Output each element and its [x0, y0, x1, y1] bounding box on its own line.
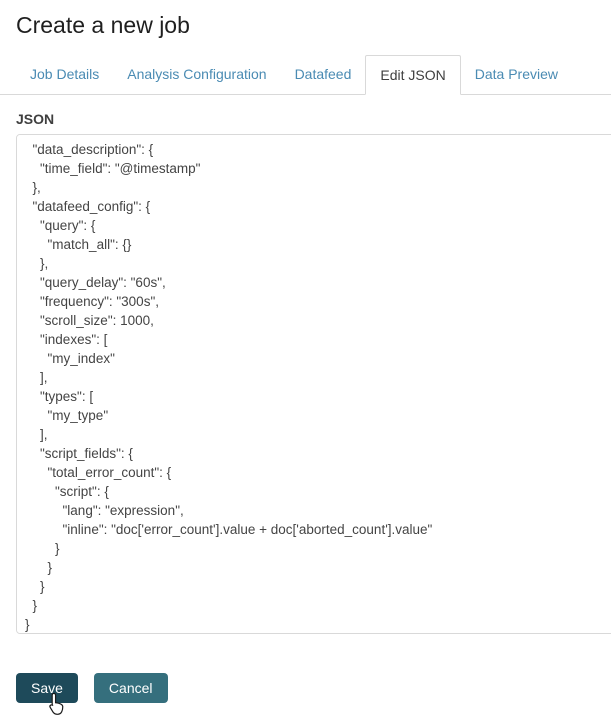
cancel-button[interactable]: Cancel [93, 673, 168, 703]
tab-job-details[interactable]: Job Details [30, 66, 100, 82]
tab-edit-json[interactable]: Edit JSON [365, 55, 461, 95]
form-actions: Save Cancel [16, 673, 168, 703]
tab-data-preview[interactable]: Data Preview [474, 66, 559, 82]
tab-datafeed[interactable]: Datafeed [294, 66, 352, 82]
json-label: JSON [16, 111, 55, 127]
tab-analysis-configuration[interactable]: Analysis Configuration [127, 66, 267, 82]
tab-content: JSON "data_description": { "time_field":… [0, 111, 611, 634]
tab-bar: Job Details Analysis Configuration Dataf… [0, 55, 611, 95]
json-editor-textarea[interactable]: "data_description": { "time_field": "@ti… [16, 134, 611, 634]
page-title: Create a new job [16, 12, 190, 38]
save-button[interactable]: Save [16, 673, 78, 703]
